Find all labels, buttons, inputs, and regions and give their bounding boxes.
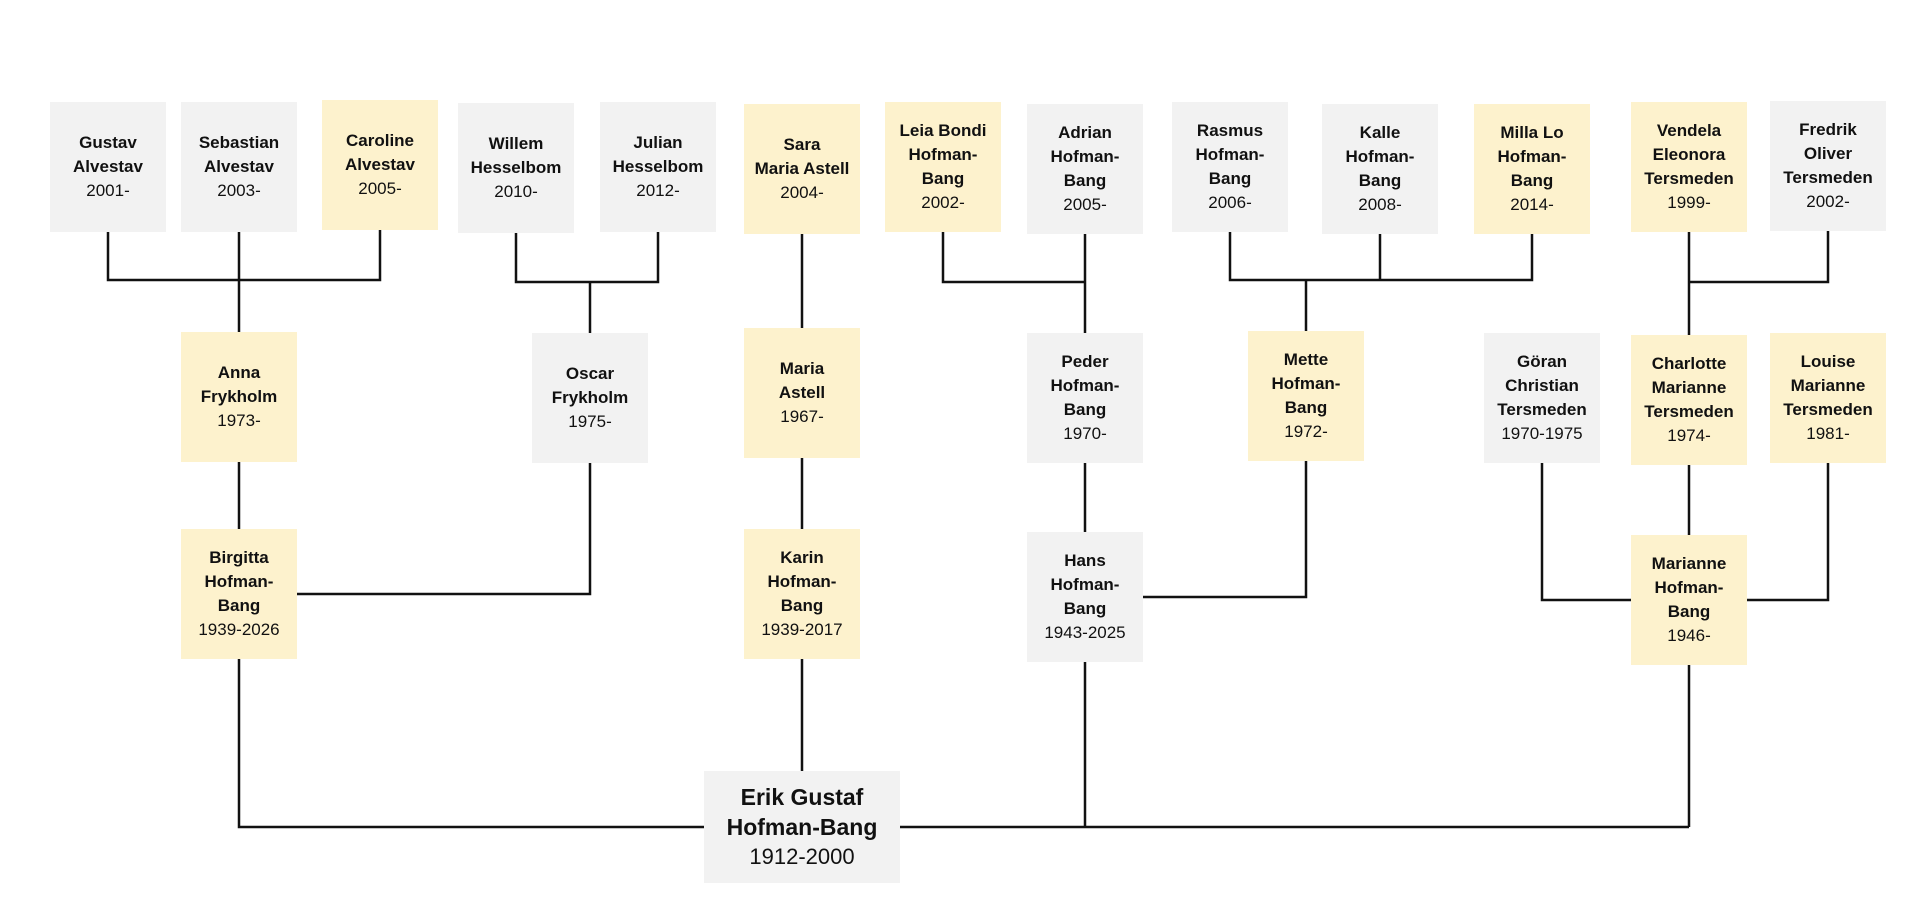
- person-box-milla: Milla Lo Hofman- Bang 2014-: [1474, 104, 1590, 234]
- person-name: Sara Maria Astell: [754, 135, 850, 178]
- person-name: Oscar Frykholm: [551, 364, 629, 407]
- person-box-leia: Leia Bondi Hofman- Bang 2002-: [885, 102, 1001, 232]
- person-name: Milla Lo Hofman- Bang: [1497, 123, 1567, 190]
- person-years: 1939-2026: [198, 620, 280, 639]
- person-years: 1943-2025: [1044, 623, 1126, 642]
- person-name: Kalle Hofman- Bang: [1345, 123, 1415, 190]
- person-box-goran: Göran Christian Tersmeden 1970-1975: [1484, 333, 1600, 463]
- person-name: Leia Bondi Hofman- Bang: [899, 121, 987, 188]
- connector-peder-leia: [941, 232, 1085, 284]
- person-box-sebastian-a: Sebastian Alvestav 2003-: [181, 102, 297, 232]
- person-years: 2003-: [217, 181, 261, 200]
- person-name: Anna Frykholm: [200, 363, 278, 406]
- person-box-karin: Karin Hofman- Bang 1939-2017: [744, 529, 860, 659]
- person-years: 1912-2000: [749, 844, 855, 869]
- person-name: Peder Hofman- Bang: [1050, 352, 1120, 419]
- person-box-charlotte: Charlotte Marianne Tersmeden 1974-: [1631, 335, 1747, 465]
- person-box-kalle: Kalle Hofman- Bang 2008-: [1322, 104, 1438, 234]
- person-box-mette: Mette Hofman- Bang 1972-: [1248, 331, 1364, 461]
- person-years: 1981-: [1806, 424, 1850, 443]
- person-years: 1999-: [1667, 193, 1711, 212]
- connector-birgitta-oscar: [297, 463, 592, 596]
- person-years: 1939-2017: [761, 620, 843, 639]
- person-box-caroline-a: Caroline Alvestav 2005-: [322, 100, 438, 230]
- person-years: 1970-: [1063, 424, 1107, 443]
- person-box-marianne: Marianne Hofman- Bang 1946-: [1631, 535, 1747, 665]
- person-years: 2002-: [1806, 192, 1850, 211]
- person-years: 2014-: [1510, 195, 1554, 214]
- person-box-willem-h: Willem Hesselbom 2010-: [458, 103, 574, 233]
- person-years: 2010-: [494, 182, 538, 201]
- person-name: Adrian Hofman- Bang: [1050, 123, 1120, 190]
- person-years: 2002-: [921, 193, 965, 212]
- connector-anna-children-bus: [106, 230, 382, 282]
- person-box-adrian: Adrian Hofman- Bang 2005-: [1027, 104, 1143, 234]
- person-years: 1974-: [1667, 426, 1711, 445]
- person-years: 2004-: [780, 183, 824, 202]
- person-box-hans: Hans Hofman- Bang 1943-2025: [1027, 532, 1143, 662]
- connector-charlotte-fredrik: [1689, 231, 1830, 284]
- person-box-vendela: Vendela Eleonora Tersmeden 1999-: [1631, 102, 1747, 232]
- person-box-julian-h: Julian Hesselbom 2012-: [600, 102, 716, 232]
- person-years: 1975-: [568, 412, 612, 431]
- person-name: Caroline Alvestav: [345, 131, 415, 174]
- person-box-erik: Erik Gustaf Hofman-Bang 1912-2000: [704, 771, 900, 883]
- person-name: Julian Hesselbom: [612, 133, 704, 176]
- person-name: Fredrik Oliver Tersmeden: [1783, 120, 1873, 187]
- person-name: Birgitta Hofman- Bang: [204, 548, 274, 615]
- person-years: 1967-: [780, 407, 824, 426]
- person-years: 1946-: [1667, 626, 1711, 645]
- person-years: 2006-: [1208, 193, 1252, 212]
- person-box-peder: Peder Hofman- Bang 1970-: [1027, 333, 1143, 463]
- person-box-birgitta: Birgitta Hofman- Bang 1939-2026: [181, 529, 297, 659]
- connector-hans-mette: [1143, 461, 1308, 599]
- person-years: 2005-: [1063, 195, 1107, 214]
- person-name: Karin Hofman- Bang: [767, 548, 837, 615]
- connector-erik-birgitta: [237, 659, 705, 829]
- person-name: Vendela Eleonora Tersmeden: [1644, 121, 1734, 188]
- person-box-anna: Anna Frykholm 1973-: [181, 332, 297, 462]
- person-name: Charlotte Marianne Tersmeden: [1644, 354, 1734, 421]
- person-name: Sebastian Alvestav: [198, 133, 280, 176]
- person-years: 2012-: [636, 181, 680, 200]
- connector-marianne-louise: [1747, 463, 1830, 602]
- person-years: 1972-: [1284, 422, 1328, 441]
- person-name: Louise Marianne Tersmeden: [1783, 352, 1873, 419]
- person-name: Gustav Alvestav: [73, 133, 143, 176]
- person-box-louise: Louise Marianne Tersmeden 1981-: [1770, 333, 1886, 463]
- person-name: Erik Gustaf Hofman-Bang: [726, 784, 878, 840]
- person-box-sara-astell: Sara Maria Astell 2004-: [744, 104, 860, 234]
- person-name: Willem Hesselbom: [470, 134, 562, 177]
- connector-oscar-children-bus: [514, 232, 660, 284]
- person-years: 1970-1975: [1501, 424, 1583, 443]
- person-box-gustav-a: Gustav Alvestav 2001-: [50, 102, 166, 232]
- person-name: Rasmus Hofman- Bang: [1195, 121, 1265, 188]
- person-box-rasmus: Rasmus Hofman- Bang 2006-: [1172, 102, 1288, 232]
- person-name: Hans Hofman- Bang: [1050, 551, 1120, 618]
- person-box-oscar: Oscar Frykholm 1975-: [532, 333, 648, 463]
- person-years: 2001-: [86, 181, 130, 200]
- person-name: Mette Hofman- Bang: [1271, 350, 1341, 417]
- person-years: 1973-: [217, 411, 261, 430]
- person-name: Maria Astell: [778, 359, 826, 402]
- person-box-maria-astell: Maria Astell 1967-: [744, 328, 860, 458]
- connector-marianne-goran: [1540, 463, 1631, 602]
- person-box-fredrik: Fredrik Oliver Tersmeden 2002-: [1770, 101, 1886, 231]
- person-name: Marianne Hofman- Bang: [1651, 554, 1727, 621]
- person-name: Göran Christian Tersmeden: [1497, 352, 1587, 419]
- person-years: 2008-: [1358, 195, 1402, 214]
- person-years: 2005-: [358, 179, 402, 198]
